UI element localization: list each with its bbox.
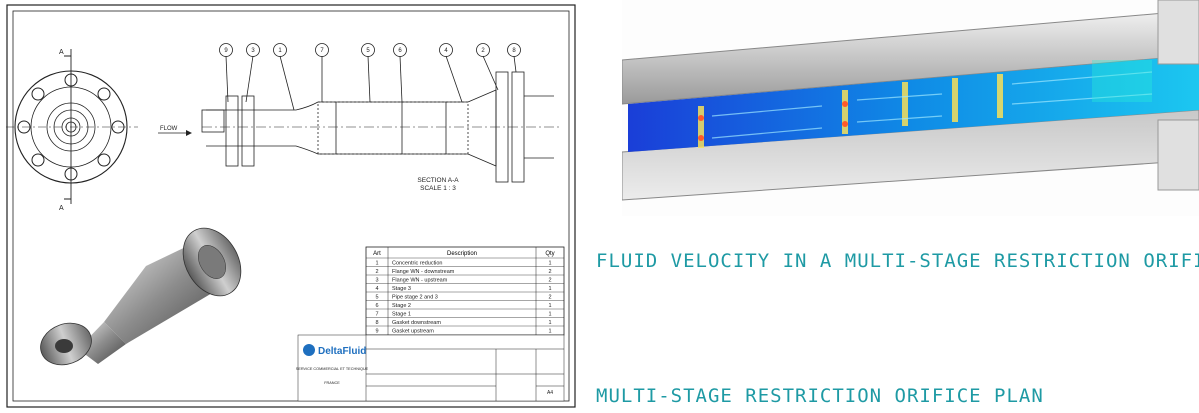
bom-cell: 1 [548, 303, 551, 309]
bom-cell: 1 [548, 312, 551, 318]
bom-cell: 4 [375, 286, 378, 292]
balloon-label: 5 [366, 48, 370, 54]
section-mark-bottom: A [59, 205, 64, 212]
balloon-row [219, 43, 521, 111]
bom-cell: 7 [375, 312, 378, 318]
bom-cell: 1 [375, 261, 378, 267]
bom-cell: 1 [548, 329, 551, 335]
section-view [201, 71, 561, 183]
bom-cell: 1 [548, 261, 551, 267]
balloon-label: 2 [481, 48, 485, 54]
bom-cell: Flange WN - upstream [392, 278, 448, 284]
bom-cell: Concentric reduction [392, 261, 442, 267]
bom-cell: 8 [375, 320, 378, 326]
bom-cell: 2 [548, 295, 551, 301]
technical-drawing: A A FLOW 9 3 1 [6, 4, 576, 408]
balloon-label: 1 [278, 48, 282, 54]
flange-front-view [6, 49, 138, 204]
cfd-simulation-image [622, 0, 1199, 216]
bom-cell: Gasket downstream [392, 320, 441, 326]
address-line: FRANCE [324, 381, 340, 385]
address-line: SERVICE COMMERCIAL ET TECHNIQUE [296, 367, 369, 371]
bom-cell: Stage 3 [392, 286, 411, 292]
bom-cell: Pipe stage 2 and 3 [392, 295, 438, 301]
bom-cell: 2 [548, 269, 551, 275]
bom-cell: 6 [375, 303, 378, 309]
bom-header: Art [373, 251, 381, 257]
caption-orifice-plan: MULTI-STAGE RESTRICTION ORIFICE PLAN [596, 385, 1044, 407]
bom-table: Art Description Qty 1 Concentric reductio… [365, 246, 565, 336]
balloon-label: 3 [251, 48, 255, 54]
balloon-label: 9 [224, 48, 228, 54]
bom-cell: Gasket upstream [392, 329, 434, 335]
company-name: DeltaFluid [318, 346, 366, 357]
bom-cell: 3 [375, 278, 378, 284]
bom-cell: 2 [548, 278, 551, 284]
bom-cell: 5 [375, 295, 378, 301]
flow-label: FLOW [160, 126, 178, 132]
section-mark-top: A [59, 49, 64, 56]
bom-header: Qty [545, 251, 554, 257]
bom-cell: 1 [548, 320, 551, 326]
bom-cell: Stage 2 [392, 303, 411, 309]
flow-arrow-head [186, 130, 192, 136]
sheet-size: A4 [547, 390, 553, 396]
bom-header: Description [447, 251, 477, 257]
isometric-3d-view [40, 227, 242, 366]
caption-fluid-velocity: FLUID VELOCITY IN A MULTI-STAGE RESTRICT… [596, 250, 1199, 272]
bom-cell: Flange WN - downstream [392, 269, 455, 275]
deltafluid-logo-icon [303, 344, 315, 356]
section-title: SECTION A-A [417, 177, 459, 184]
title-block [297, 334, 565, 402]
balloon-label: 7 [320, 48, 324, 54]
bom-cell: 1 [548, 286, 551, 292]
bom-cell: Stage 1 [392, 312, 411, 318]
balloon-label: 6 [398, 48, 402, 54]
bom-cell: 9 [375, 329, 378, 335]
balloon-label: 8 [512, 48, 516, 54]
section-scale: SCALE 1 : 3 [420, 185, 456, 192]
balloon-label: 4 [444, 48, 448, 54]
bom-cell: 2 [375, 269, 378, 275]
